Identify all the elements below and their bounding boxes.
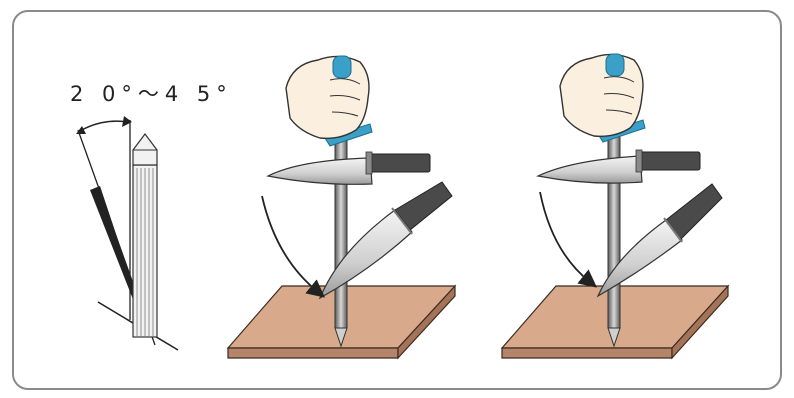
angle-arc bbox=[78, 121, 128, 132]
sharpening-steel-icon bbox=[133, 134, 157, 337]
angle-arrowhead-left bbox=[76, 126, 86, 134]
curved-arrow-icon bbox=[540, 192, 590, 282]
sharpening-step-2 bbox=[502, 54, 728, 358]
hand-icon bbox=[560, 54, 643, 136]
curved-arrow-icon bbox=[262, 196, 318, 292]
angle-detail bbox=[76, 116, 178, 350]
hand-icon bbox=[286, 56, 369, 138]
knife-edge-icon bbox=[90, 186, 138, 302]
knife-icon bbox=[268, 152, 430, 184]
sharpening-step-1 bbox=[228, 56, 455, 358]
